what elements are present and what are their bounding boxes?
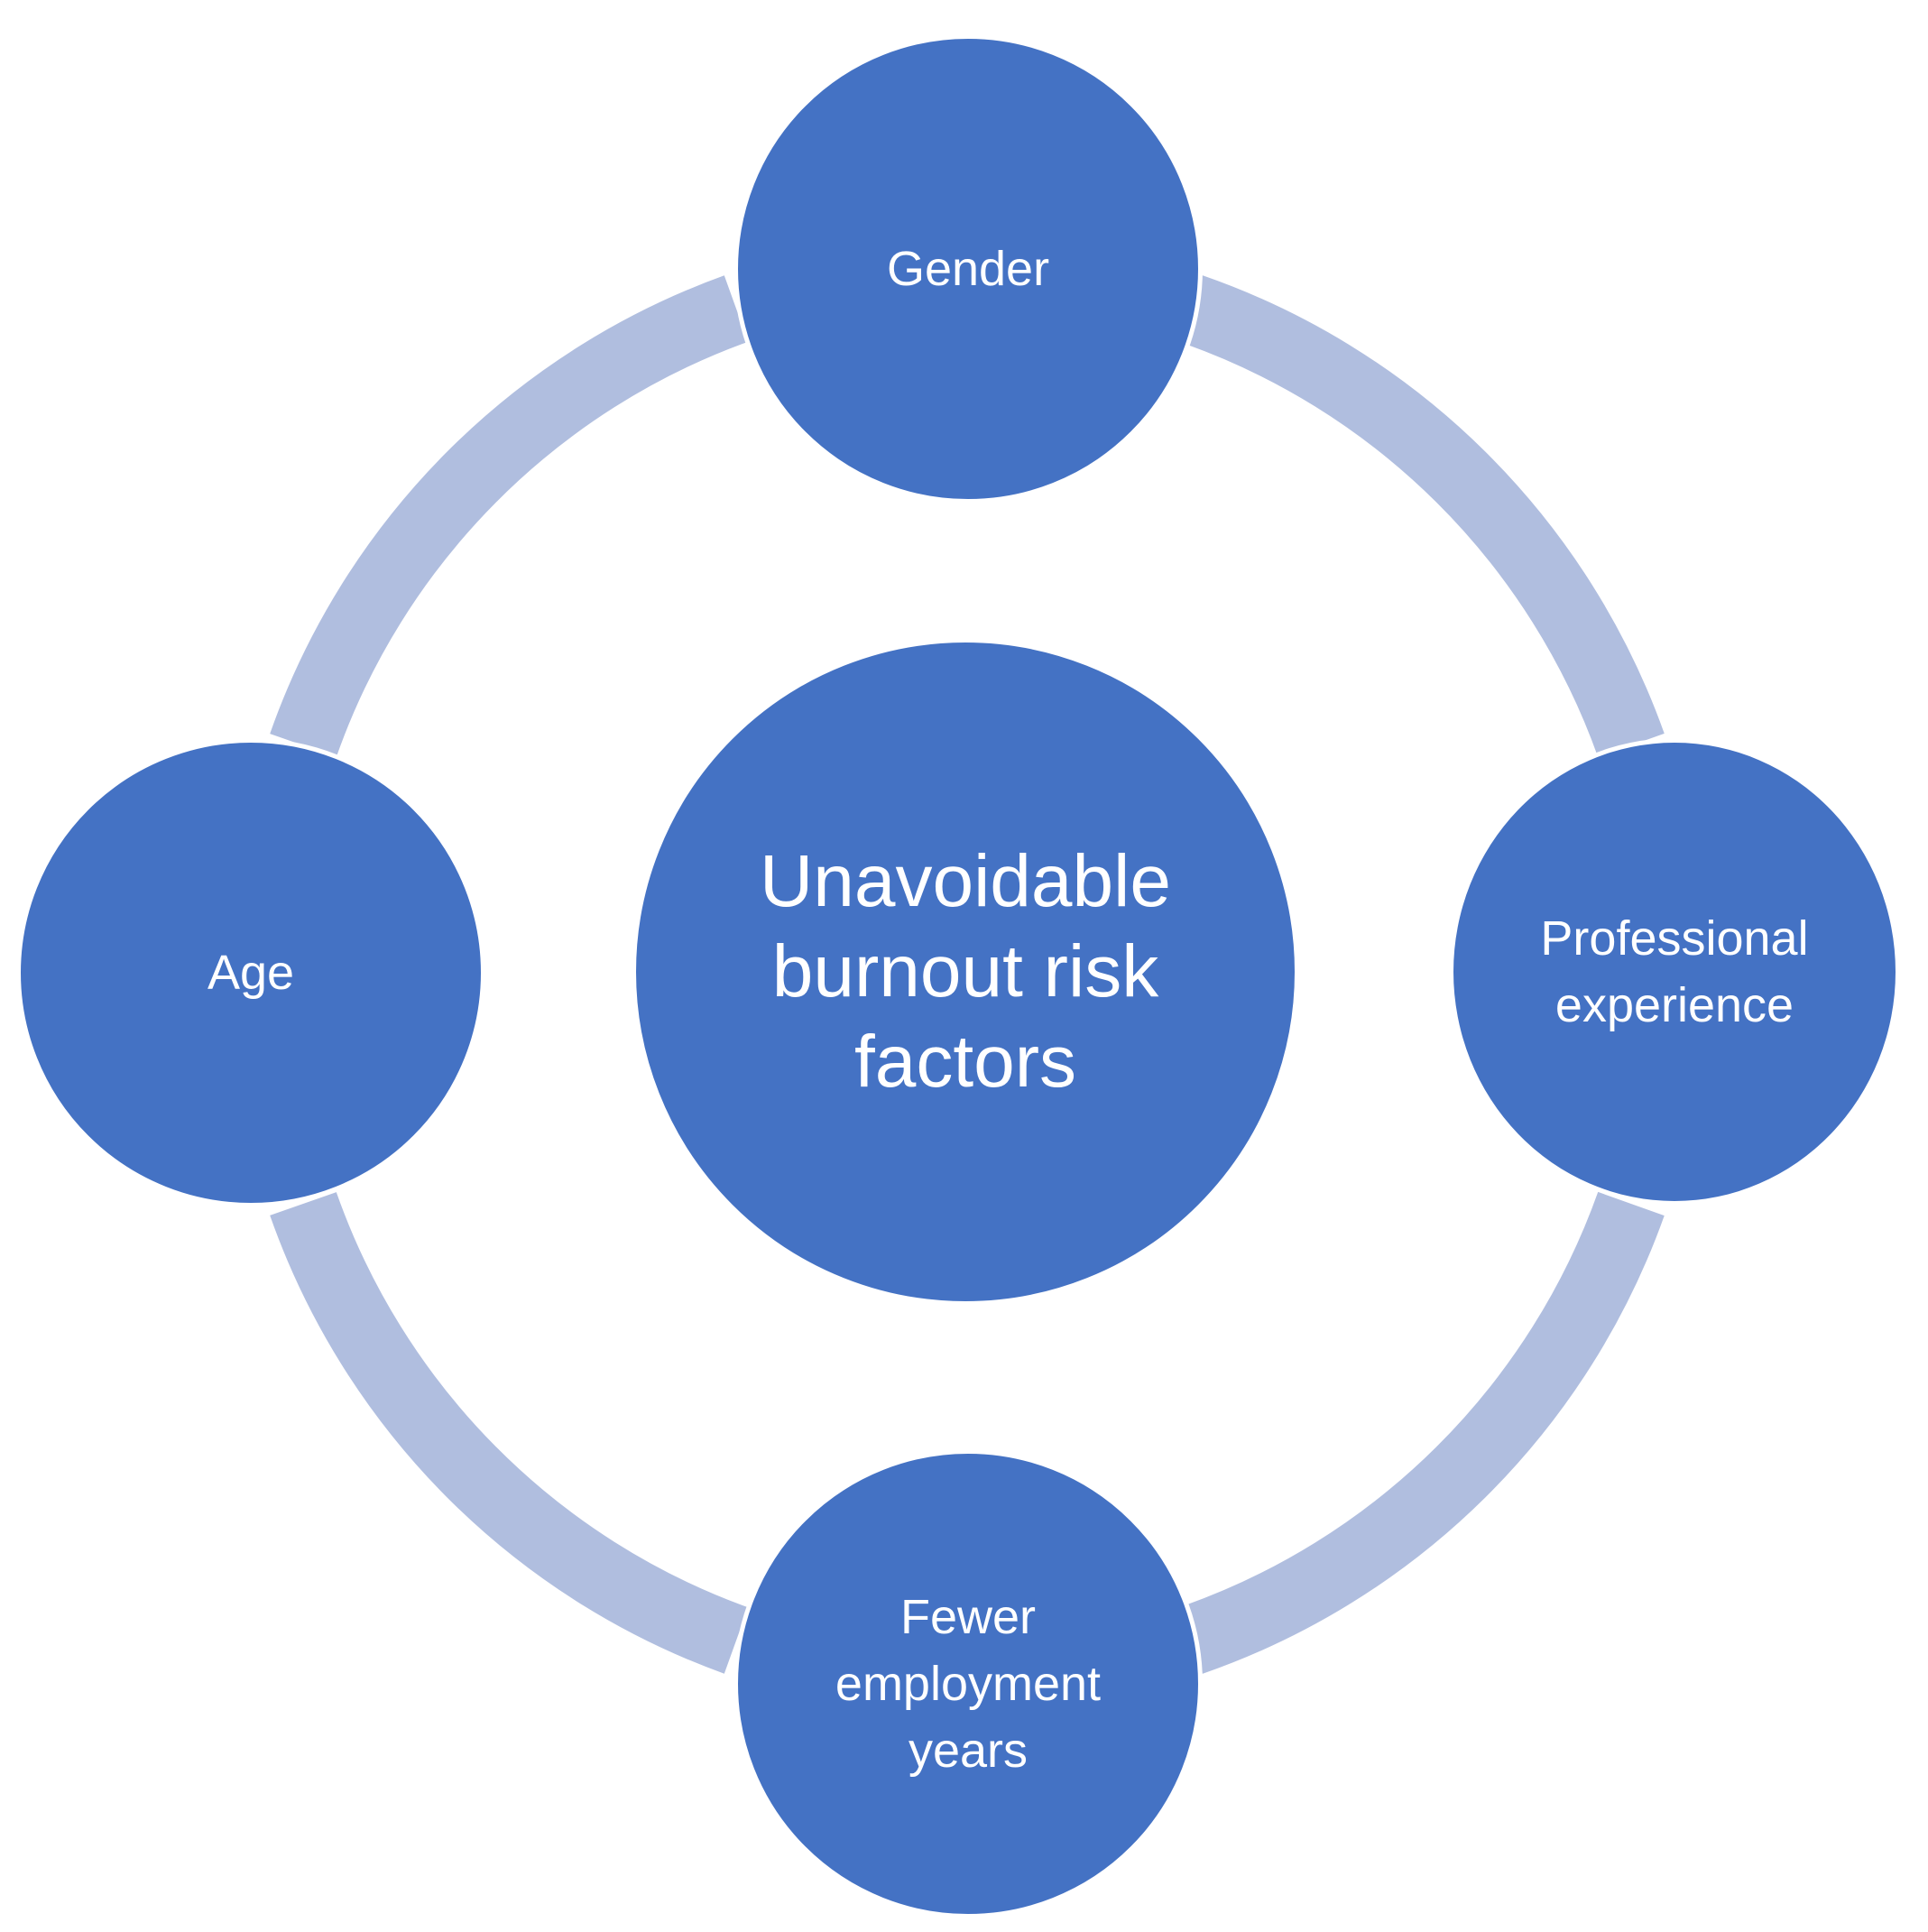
connector-arc-right-bottom: [1179, 1191, 1665, 1674]
node-gender: Gender: [733, 34, 1203, 504]
connector-arc-top-right: [1179, 275, 1665, 758]
node-fewer-employment-years: Fewer employment years: [733, 1449, 1203, 1918]
center-node-unavoidable-factors: Unavoidable burnout risk factors: [632, 638, 1299, 1306]
connector-ring: [270, 275, 1665, 1674]
center-node-label: Unavoidable burnout risk factors: [760, 840, 1171, 1103]
node-fewer-employment-years-label: Fewer employment years: [835, 1590, 1102, 1778]
connector-arc-bottom-left: [270, 1192, 749, 1674]
node-gender-label: Gender: [886, 242, 1050, 296]
connector-arc-left-top: [270, 275, 749, 757]
node-professional-experience-label: Professional experience: [1540, 911, 1809, 1032]
node-age-label: Age: [207, 946, 295, 1000]
node-professional-experience: Professional experience: [1449, 738, 1900, 1206]
node-age: Age: [16, 738, 485, 1207]
